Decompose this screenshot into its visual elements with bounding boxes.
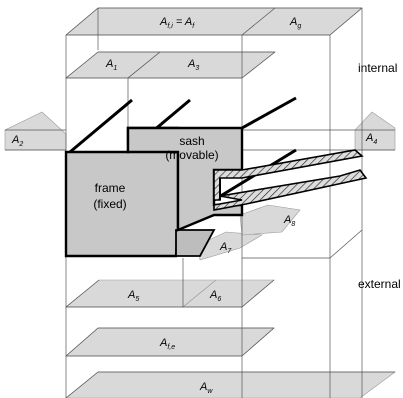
- label-frame-line1: frame: [95, 181, 126, 195]
- glazing: [213, 149, 368, 211]
- label-sash-line2: (movable): [165, 148, 218, 162]
- label-a3: A3: [187, 58, 199, 72]
- plane-afi: [65, 7, 363, 36]
- label-frame-line2: (fixed): [93, 197, 126, 211]
- label-a1: A1: [105, 58, 117, 72]
- plane-aw: [65, 371, 396, 398]
- label-a5: A5: [127, 289, 139, 303]
- outline-lines: [5, 7, 395, 398]
- label-ag: Ag: [289, 16, 301, 30]
- label-afe: Af,e: [159, 337, 175, 351]
- glass-pane-upper: [213, 149, 364, 201]
- plane-afe: [65, 327, 275, 357]
- label-external: external: [358, 277, 401, 291]
- glass-pane-lower: [213, 169, 368, 211]
- label-a2: A2: [11, 134, 23, 148]
- label-a4: A4: [365, 132, 377, 146]
- label-internal: internal: [358, 61, 397, 75]
- label-aw: Aw: [199, 381, 213, 395]
- plane-a8: [239, 204, 301, 236]
- label-a7: A7: [219, 241, 232, 255]
- label-afi: Af,i = Af: [159, 16, 195, 30]
- label-a8: A8: [283, 214, 295, 228]
- area-planes: [4, 7, 396, 398]
- label-a6: A6: [209, 289, 221, 303]
- label-sash-line1: sash: [179, 134, 204, 148]
